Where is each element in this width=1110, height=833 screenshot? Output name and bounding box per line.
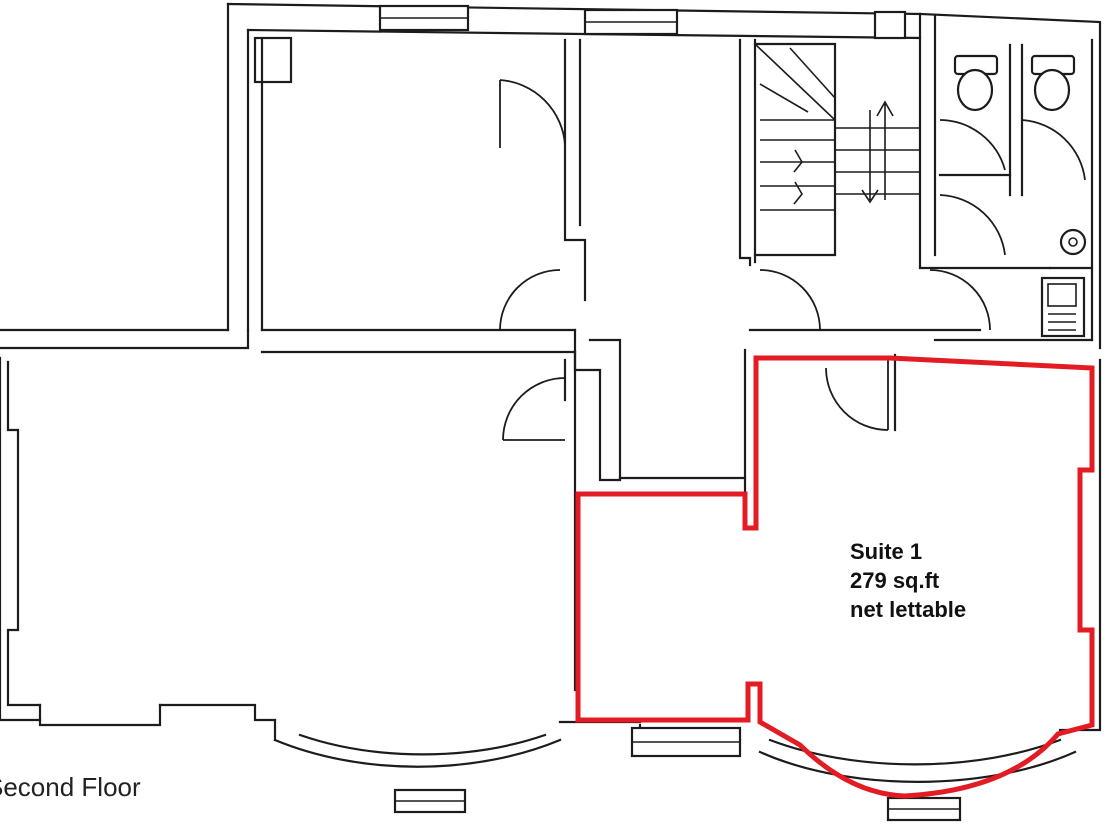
suite-room-walls [630, 353, 1077, 822]
building-outline [0, 2, 1102, 732]
suite-1-boundary[interactable] [575, 355, 1095, 799]
room-lower-left [273, 350, 642, 814]
wc-block [918, 12, 1094, 342]
suite-label: Suite 1 279 sq.ft net lettable [850, 537, 966, 624]
top-windows [378, 4, 907, 40]
staircase [753, 42, 920, 257]
room-upper-left [253, 36, 587, 354]
suite-area: 279 sq.ft [850, 568, 940, 593]
central-corridor [499, 38, 982, 497]
floor-label: Second Floor [0, 772, 141, 802]
suite-note: net lettable [850, 597, 967, 622]
suite-name: Suite 1 [850, 539, 923, 564]
